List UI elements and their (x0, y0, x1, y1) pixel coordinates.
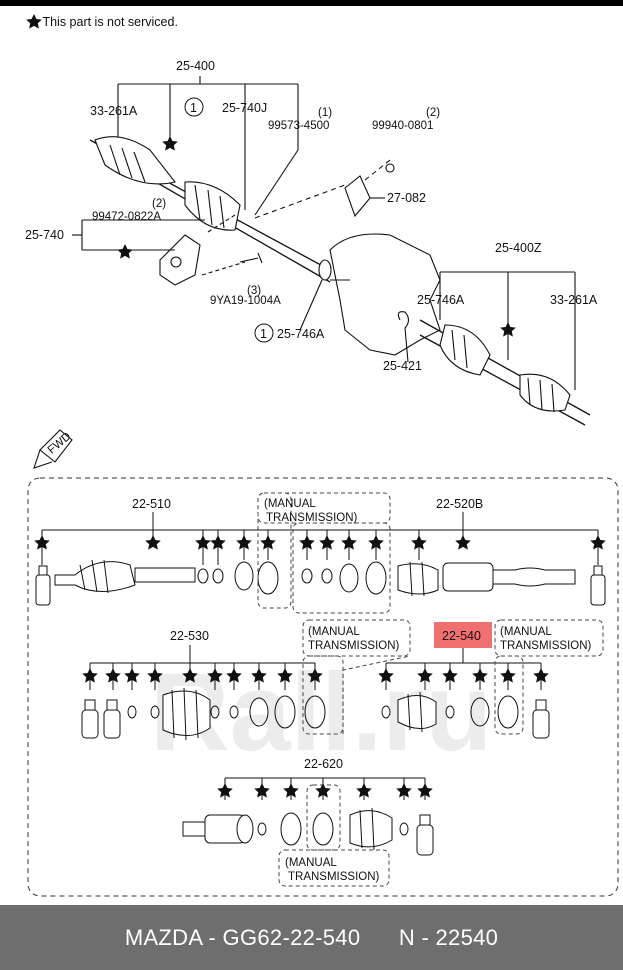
footer-part-number: MAZDA - GG62-22-540 (124, 924, 361, 950)
footer-gap (360, 925, 398, 951)
label-22-520B: 22-520B (436, 497, 483, 511)
label-22-540[interactable]: 22-540 (442, 629, 481, 643)
label-trans-1: TRANSMISSION) (266, 512, 358, 524)
callout-circles (184, 97, 274, 343)
label-qty-2b: (2) (152, 198, 166, 210)
label-manual-1: (MANUAL (264, 498, 316, 510)
label-25-746A-right: 25-746A (417, 293, 465, 307)
upper-assembly (33, 76, 591, 469)
label-trans-3: TRANSMISSION) (500, 640, 592, 652)
legend-note: ★ This part is not serviced. (28, 15, 178, 29)
label-25-400: 25-400 (176, 59, 215, 73)
label-9YA19-1004A: 9YA19-1004A (210, 295, 281, 307)
callout-1: 1 (190, 101, 197, 115)
label-manual-4: (MANUAL (285, 857, 337, 869)
label-22-510: 22-510 (132, 497, 171, 511)
row-22-620 (182, 777, 434, 887)
label-25-740: 25-740 (25, 228, 64, 242)
label-33-261A-right: 33-261A (550, 293, 598, 307)
highlight-22-540[interactable] (434, 622, 492, 648)
label-99940-0801: 99940-0801 (372, 120, 433, 132)
label-22-530: 22-530 (170, 629, 209, 643)
label-qty-1: (1) (318, 107, 332, 119)
label-manual-2: (MANUAL (308, 626, 360, 638)
label-27-082: 27-082 (387, 191, 426, 205)
label-25-746A: 25-746A (277, 327, 325, 341)
label-qty-2: (2) (426, 107, 440, 119)
parts-diagram: Rall.ru ★ This part is not serviced. (25, 14, 619, 897)
label-qty-3: (3) (247, 285, 261, 297)
footer-bar: MAZDA - GG62-22-540 N - 22540 (0, 905, 623, 970)
label-33-261A: 33-261A (90, 104, 138, 118)
label-manual-3: (MANUAL (500, 626, 552, 638)
lower-stars (34, 535, 606, 798)
row-22-540 (381, 619, 604, 739)
row-22-510 (35, 492, 606, 614)
top-border (0, 0, 623, 6)
label-trans-4: TRANSMISSION) (288, 871, 380, 883)
row-22-530 (81, 619, 411, 741)
label-99472-0822A: 99472-0822A (92, 211, 161, 223)
label-25-421: 25-421 (383, 359, 422, 373)
label-25-400Z: 25-400Z (495, 241, 542, 255)
label-trans-2: TRANSMISSION) (308, 640, 400, 652)
label-25-740J: 25-740J (222, 101, 267, 115)
footer-catalog-number: N - 22540 (398, 924, 499, 950)
label-22-620: 22-620 (304, 757, 343, 771)
upper-stars (26, 14, 516, 337)
label-99573-4500: 99573-4500 (268, 120, 329, 132)
kit-frame (27, 477, 619, 897)
callout-1b: 1 (260, 327, 267, 341)
